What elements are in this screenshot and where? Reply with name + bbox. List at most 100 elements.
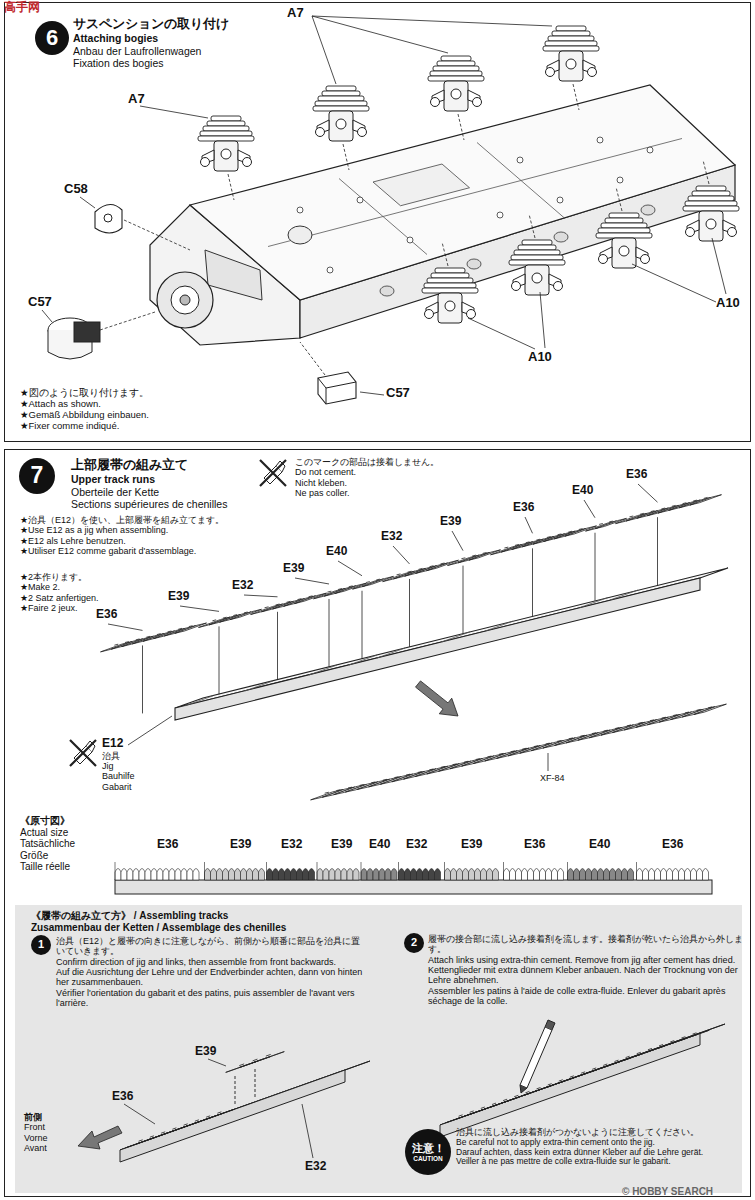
track-link <box>235 869 241 881</box>
leader-line <box>525 517 533 533</box>
track-link <box>673 869 679 881</box>
track-link <box>697 869 703 881</box>
part-number: E36 <box>524 838 545 852</box>
part-number: E32 <box>381 530 402 544</box>
track-link <box>552 869 558 881</box>
guide-horn <box>537 1088 541 1089</box>
drawing-circle <box>157 272 213 328</box>
drawing-circle <box>517 157 523 163</box>
track-link <box>252 1052 284 1063</box>
node-text: 上部履帯の組み立て <box>71 458 227 473</box>
text-group: E12治具JigBauhilfeGabarit <box>102 737 172 792</box>
part-number: E36 <box>112 1090 133 1104</box>
drawing-use <box>428 56 484 111</box>
track-link <box>291 869 297 881</box>
part-number: E36 <box>96 608 117 622</box>
guide-horn <box>615 1060 619 1061</box>
section-divider <box>398 862 399 880</box>
track-link <box>578 730 610 740</box>
text-block: サスペンションの取り付けAttaching bogiesAnbau der La… <box>73 17 229 70</box>
guide-horn <box>366 581 370 583</box>
guide-horn <box>430 566 434 567</box>
track-link <box>691 869 697 881</box>
guide-horn <box>534 745 538 747</box>
note-text: ★Fixer comme indiqué. <box>20 421 250 432</box>
drawing-path <box>235 1069 255 1106</box>
track-link <box>463 869 469 881</box>
track-link <box>399 869 405 881</box>
sub-step-number: 2 <box>404 933 424 953</box>
section-divider <box>115 862 116 880</box>
guide-horn <box>265 607 269 608</box>
guide-horn <box>470 1111 474 1112</box>
drawing-circle <box>104 214 112 222</box>
track-link <box>516 869 522 881</box>
attach-line <box>124 220 190 250</box>
note-text: Tatsächliche <box>20 838 110 850</box>
part-number: E39 <box>195 1045 216 1059</box>
track-link <box>487 869 493 881</box>
guide-horn <box>483 552 487 554</box>
guide-horn <box>570 1076 574 1077</box>
guide-horn <box>692 1033 696 1034</box>
part-number: C57 <box>28 295 52 310</box>
note-text: Veiller à ne pas mettre de colle extra-f… <box>456 1157 744 1167</box>
track-link <box>405 869 411 881</box>
track-link <box>415 766 448 776</box>
guide-horn <box>266 1054 271 1056</box>
guide-horn <box>673 714 677 716</box>
guide-horn <box>309 596 313 597</box>
track-link <box>540 869 546 881</box>
track-link <box>534 869 540 881</box>
note-text: ★Use E12 as a jig when assembling. <box>20 525 290 535</box>
leader-line <box>128 716 172 745</box>
guide-horn <box>672 505 676 507</box>
part-number: E40 <box>572 484 593 498</box>
attach-line <box>442 242 448 266</box>
guide-horn <box>327 591 331 593</box>
guide-horn <box>547 537 551 538</box>
text-group: ★図のように取り付けます。★Attach as shown.★Gemäß Abb… <box>20 388 250 432</box>
drawing-ellipse <box>380 286 394 296</box>
guide-horn <box>406 774 410 775</box>
drawing-path <box>124 1059 313 1158</box>
leader-line <box>329 599 330 667</box>
leader-line <box>638 484 658 502</box>
note-text: Gabarit <box>102 782 172 792</box>
guide-horn <box>615 728 619 729</box>
track-link <box>423 869 429 881</box>
note-text: Vorne <box>24 1133 74 1143</box>
drawing-path <box>520 1085 527 1093</box>
track-link <box>127 869 133 881</box>
note-text: ★Attach as shown. <box>20 399 250 410</box>
guide-horn <box>504 547 508 549</box>
step-number: 6 <box>35 21 69 55</box>
part-number: E40 <box>589 838 610 852</box>
guide-horn <box>453 763 457 765</box>
node-text: サスペンションの取り付け <box>73 17 229 32</box>
attach-line <box>458 114 464 140</box>
note-text: ★Utiliser E12 comme gabarit d'assemblage… <box>20 546 290 556</box>
track-link <box>485 751 518 761</box>
track-link <box>622 869 628 881</box>
part-number: E36 <box>626 468 647 482</box>
guide-horn <box>704 497 708 498</box>
guide-horn <box>536 539 540 541</box>
guide-horn <box>604 730 608 731</box>
text-group: ★2本作ります。★Make 2.★2 Satz anfertigen.★Fair… <box>20 572 170 613</box>
text-group: 前側FrontVorneAvant <box>24 1112 74 1153</box>
guide-horn <box>408 571 412 572</box>
drawing-circle <box>357 197 363 203</box>
guide-horn <box>592 732 596 734</box>
guide-horn <box>609 521 613 523</box>
track-link <box>613 722 646 732</box>
guide-horn <box>287 601 291 602</box>
guide-horn <box>708 707 712 708</box>
guide-horn <box>659 1045 663 1046</box>
node-text: Attaching bogies <box>73 32 229 45</box>
guide-horn <box>476 758 480 760</box>
drawing-use <box>596 213 652 268</box>
node-text: Upper track runs <box>71 473 227 486</box>
drawing-circle <box>617 177 623 183</box>
track-link <box>679 1030 709 1041</box>
